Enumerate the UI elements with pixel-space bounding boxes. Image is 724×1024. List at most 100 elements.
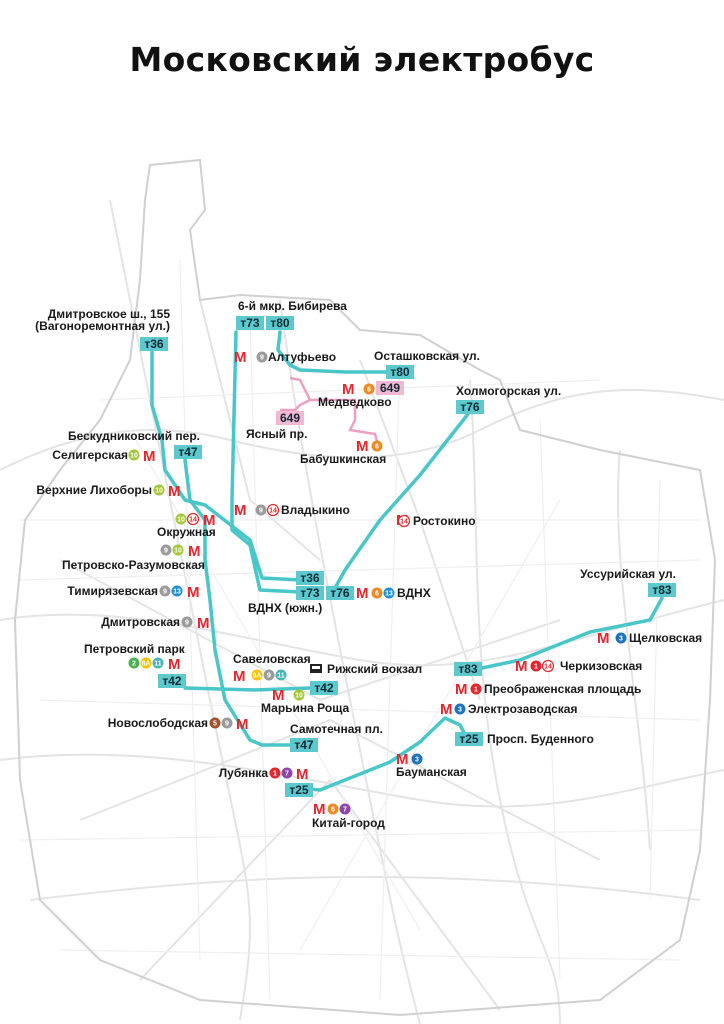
route-t25-west-box[interactable]: т25 <box>285 783 313 797</box>
route-t80-terminal-box[interactable]: т80 <box>266 316 294 330</box>
metro-okruzhnaya-icon: M <box>203 512 216 529</box>
metro-lubyanka-icon: M <box>296 766 309 783</box>
station-petrovsky-park-label: Петровский парк <box>84 642 186 656</box>
terminal-samotechnaya-label: Самотечная пл. <box>290 722 383 736</box>
terminal-vdnh-south-label: ВДНХ (южн.) <box>248 601 322 615</box>
station-baumanskaya-label: Бауманская <box>396 765 467 779</box>
line-l7-badge: 7 <box>339 803 351 815</box>
line-l2-badge: 2 <box>128 657 140 669</box>
line-l3-badge: 3 <box>411 753 423 765</box>
route-t47-south-box-label: т47 <box>294 738 314 752</box>
street-network <box>0 199 724 1024</box>
svg-text:8А: 8А <box>142 661 151 668</box>
svg-text:2: 2 <box>132 661 136 668</box>
route-t80-line <box>276 330 390 374</box>
route-t25-east-box-label: т25 <box>459 732 479 746</box>
route-t25-east-box[interactable]: т25 <box>455 732 483 746</box>
line-l9-badge: 9 <box>263 669 275 681</box>
metro-preobrazhenskaya-icon: M <box>455 681 468 698</box>
station-petrovsko-label: Петровско-Разумовская <box>62 558 205 572</box>
terminal-kholmogorskaya-label: Холмогорская ул. <box>456 384 561 398</box>
svg-text:9: 9 <box>163 589 167 596</box>
svg-text:3: 3 <box>619 636 623 643</box>
route-t83-line <box>480 596 664 670</box>
route-649-west-box[interactable]: 649 <box>276 411 304 425</box>
svg-text:1: 1 <box>474 687 478 694</box>
line-l1-badge: 1 <box>470 683 482 695</box>
route-649-west-box-label: 649 <box>280 411 300 425</box>
line-l10-badge: 10 <box>128 449 140 461</box>
svg-text:10: 10 <box>295 693 303 700</box>
metro-elektrozavodskaya-icon: M <box>440 701 453 718</box>
svg-text:5: 5 <box>213 721 217 728</box>
station-maryina-label: Марьина Роща <box>261 701 349 715</box>
route-t83-west-box[interactable]: т83 <box>454 662 482 676</box>
metro-petrovsko-icon: M <box>188 543 201 560</box>
station-novoslobodskaya-label: Новослободская <box>108 716 208 730</box>
terminal-rizhsky-label: Рижский вокзал <box>327 662 422 676</box>
metro-baumanskaya-icon: M <box>396 751 409 768</box>
line-l10-badge: 10 <box>175 513 187 525</box>
station-shchelkovskaya-label: Щелковская <box>629 631 702 645</box>
station-vladykino-label: Владыкино <box>281 503 350 517</box>
route-t36-terminal-box[interactable]: т36 <box>140 337 168 351</box>
svg-text:13: 13 <box>173 589 181 596</box>
route-t47-south-box[interactable]: т47 <box>290 738 318 752</box>
line-l10-badge: 10 <box>153 484 165 496</box>
station-elektrozavodskaya-label: Электрозаводская <box>468 702 577 716</box>
route-649-east-box[interactable]: 649 <box>376 381 404 395</box>
svg-text:9: 9 <box>164 548 168 555</box>
line-l8a-badge: 8А <box>251 669 263 681</box>
svg-text:3: 3 <box>415 757 419 764</box>
route-t80-east-box-label: т80 <box>390 365 410 379</box>
svg-text:6: 6 <box>375 444 379 451</box>
route-t47-terminal-box[interactable]: т47 <box>174 445 202 459</box>
line-l6-badge: 6 <box>363 383 375 395</box>
minor-streets <box>19 259 701 1001</box>
line-l9-badge: 9 <box>256 351 268 363</box>
line-l8a-badge: 8А <box>140 657 152 669</box>
metro-babushkinskaya-icon: M <box>356 438 369 455</box>
metro-seligerskaya-icon: M <box>143 448 156 465</box>
route-t76-vdnh-box[interactable]: т76 <box>326 586 354 600</box>
line-l14-badge: 14 <box>397 514 411 528</box>
route-t36-vdnh-box[interactable]: т36 <box>296 571 324 585</box>
line-l9-badge: 9 <box>221 717 233 729</box>
route-t76-terminal-box[interactable]: т76 <box>456 400 484 414</box>
station-okruzhnaya-label: Окружная <box>157 525 216 539</box>
line-l9-badge: 9 <box>159 585 171 597</box>
route-t42-east-box[interactable]: т42 <box>310 681 338 695</box>
line-l14-badge: 14 <box>541 659 555 673</box>
line-l6-badge: 6 <box>371 440 383 452</box>
metro-cherkizovskaya-icon: M <box>515 658 528 675</box>
metro-savelovskaya-icon: M <box>233 668 246 685</box>
terminal-bibirevo-label: 6-й мкр. Бибирева <box>238 299 347 313</box>
route-t73-vdnh-box[interactable]: т73 <box>296 586 324 600</box>
metro-kitay-icon: M <box>313 801 326 818</box>
svg-text:9: 9 <box>185 620 189 627</box>
route-t47-terminal-box-label: т47 <box>178 445 198 459</box>
route-t83-terminal-box-label: т83 <box>652 583 672 597</box>
station-kitay-label: Китай-город <box>312 816 385 830</box>
line-l6-badge: 6 <box>327 803 339 815</box>
line-l7-badge: 7 <box>281 767 293 779</box>
svg-text:9: 9 <box>267 673 271 680</box>
route-t80-terminal-box-label: т80 <box>270 316 290 330</box>
svg-text:6: 6 <box>367 387 371 394</box>
route-t42-west-box[interactable]: т42 <box>158 674 186 688</box>
svg-text:7: 7 <box>285 771 289 778</box>
metro-vdnh-icon: M <box>356 585 369 602</box>
metro-novoslobodskaya-icon: M <box>236 716 249 733</box>
terminal-yasny-label: Ясный пр. <box>246 427 307 441</box>
route-t80-east-box[interactable]: т80 <box>386 365 414 379</box>
line-l10-badge: 10 <box>172 544 184 556</box>
station-lubyanka-label: Лубянка <box>219 766 269 780</box>
route-t83-terminal-box[interactable]: т83 <box>648 583 676 597</box>
svg-text:8А: 8А <box>253 673 262 680</box>
route-t73-vdnh-box-label: т73 <box>300 586 320 600</box>
svg-text:6: 6 <box>375 591 379 598</box>
route-t73-terminal-box[interactable]: т73 <box>236 316 264 330</box>
line-l3-badge: 3 <box>454 703 466 715</box>
line-l5-badge: 5 <box>209 717 221 729</box>
